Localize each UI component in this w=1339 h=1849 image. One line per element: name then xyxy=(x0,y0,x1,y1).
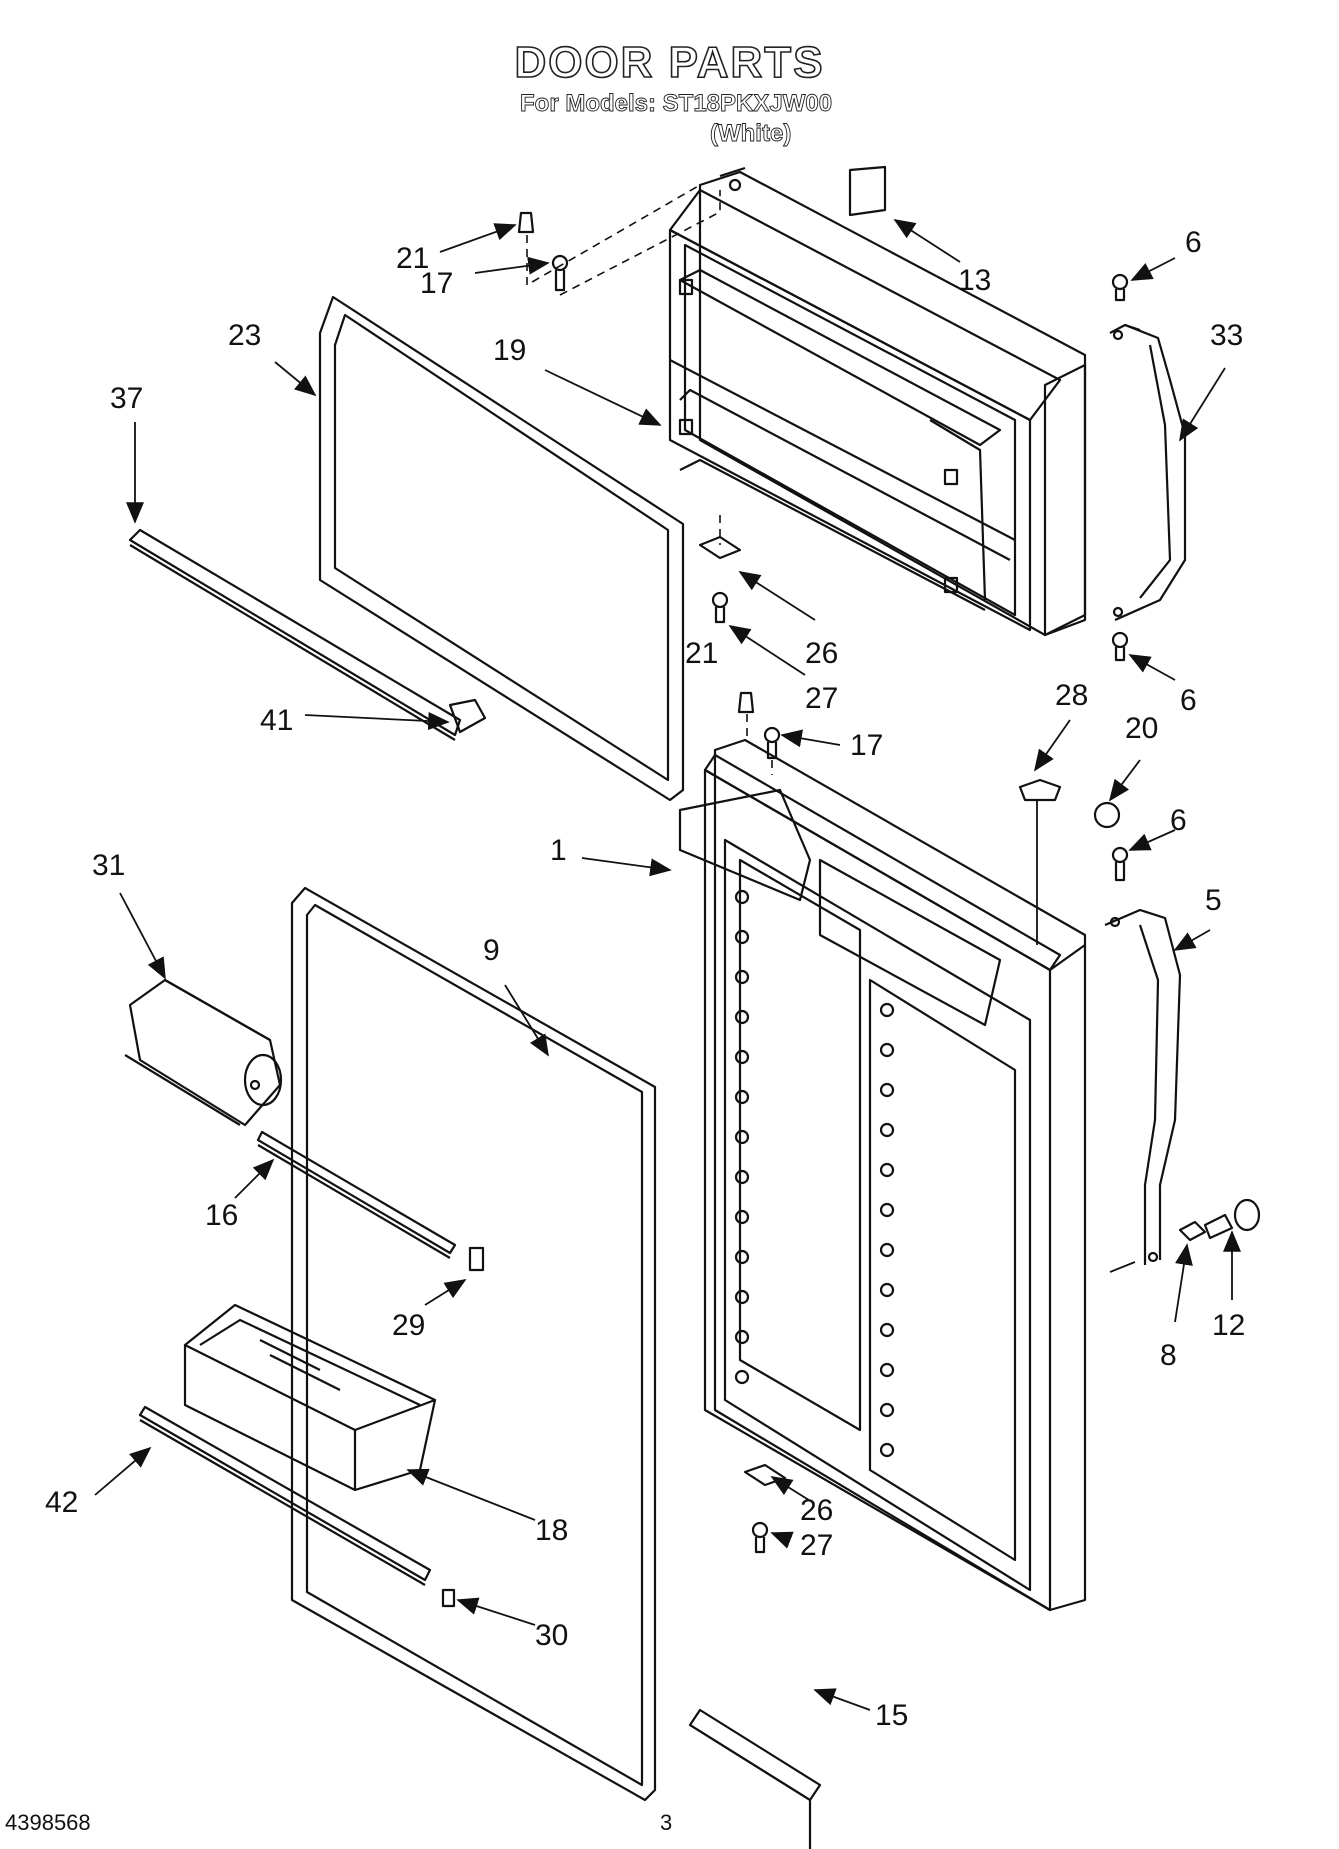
callout-5: 5 xyxy=(1205,884,1222,917)
crisper-panel-drawing xyxy=(688,1708,822,1849)
callout-29: 29 xyxy=(392,1309,425,1342)
freezer-shelf-trim-drawing xyxy=(128,528,462,741)
callout-42: 42 xyxy=(45,1486,78,1519)
callout-8: 8 xyxy=(1160,1339,1177,1372)
callout-9: 9 xyxy=(483,934,500,967)
page-number: 3 xyxy=(660,1810,672,1835)
callout-27-upper: 27 xyxy=(805,682,838,715)
callout-26-lower: 26 xyxy=(800,1494,833,1527)
freezer-gasket-drawing xyxy=(318,295,685,802)
freezer-door-drawing xyxy=(668,166,1087,637)
callout-41: 41 xyxy=(260,704,293,737)
callout-6-b: 6 xyxy=(1180,684,1197,717)
shelf-trim-16-drawing xyxy=(256,1130,457,1259)
callout-31: 31 xyxy=(92,849,125,882)
callout-13: 13 xyxy=(958,264,991,297)
door-shelf-buttons xyxy=(734,889,895,1458)
models-line: For Models: ST18PKXJW00 xyxy=(520,90,833,118)
bin-trim-42-drawing xyxy=(138,1405,432,1586)
document-number: 4398568 xyxy=(5,1810,91,1835)
refrigerator-gasket-drawing xyxy=(290,886,657,1802)
callout-20: 20 xyxy=(1125,712,1158,745)
callout-19: 19 xyxy=(493,334,526,367)
hardware-parts xyxy=(517,165,1261,1554)
page-title: DOOR PARTS xyxy=(514,37,825,88)
callout-16: 16 xyxy=(205,1199,238,1232)
callout-27-lower: 27 xyxy=(800,1529,833,1562)
callout-17-middle: 17 xyxy=(850,729,883,762)
callout-15: 15 xyxy=(875,1699,908,1732)
upper-handle-drawing xyxy=(1109,323,1187,622)
callout-28: 28 xyxy=(1055,679,1088,712)
callout-37: 37 xyxy=(110,382,143,415)
end-cap-29-drawing xyxy=(468,1246,485,1272)
callout-21-middle: 21 xyxy=(685,637,718,670)
dairy-door-drawing xyxy=(124,978,283,1127)
end-cap-41-drawing xyxy=(448,698,487,734)
callout-12: 12 xyxy=(1212,1309,1245,1342)
lower-handle-drawing xyxy=(1104,908,1182,1265)
callout-33: 33 xyxy=(1210,319,1243,352)
callout-leaders xyxy=(94,219,1241,1711)
assembly-guides xyxy=(526,184,773,775)
refrigerator-door-drawing xyxy=(678,738,1087,1612)
callout-18: 18 xyxy=(535,1514,568,1547)
color-line: (White) xyxy=(710,120,792,148)
callout-30: 30 xyxy=(535,1619,568,1652)
callout-26-upper: 26 xyxy=(805,637,838,670)
callout-6-c: 6 xyxy=(1170,804,1187,837)
end-cap-30-drawing xyxy=(441,1588,456,1608)
callout-1: 1 xyxy=(550,834,567,867)
callout-21-top: 21 xyxy=(396,242,429,275)
callout-17-top: 17 xyxy=(420,267,453,300)
callout-6-a: 6 xyxy=(1185,226,1202,259)
callout-23: 23 xyxy=(228,319,261,352)
